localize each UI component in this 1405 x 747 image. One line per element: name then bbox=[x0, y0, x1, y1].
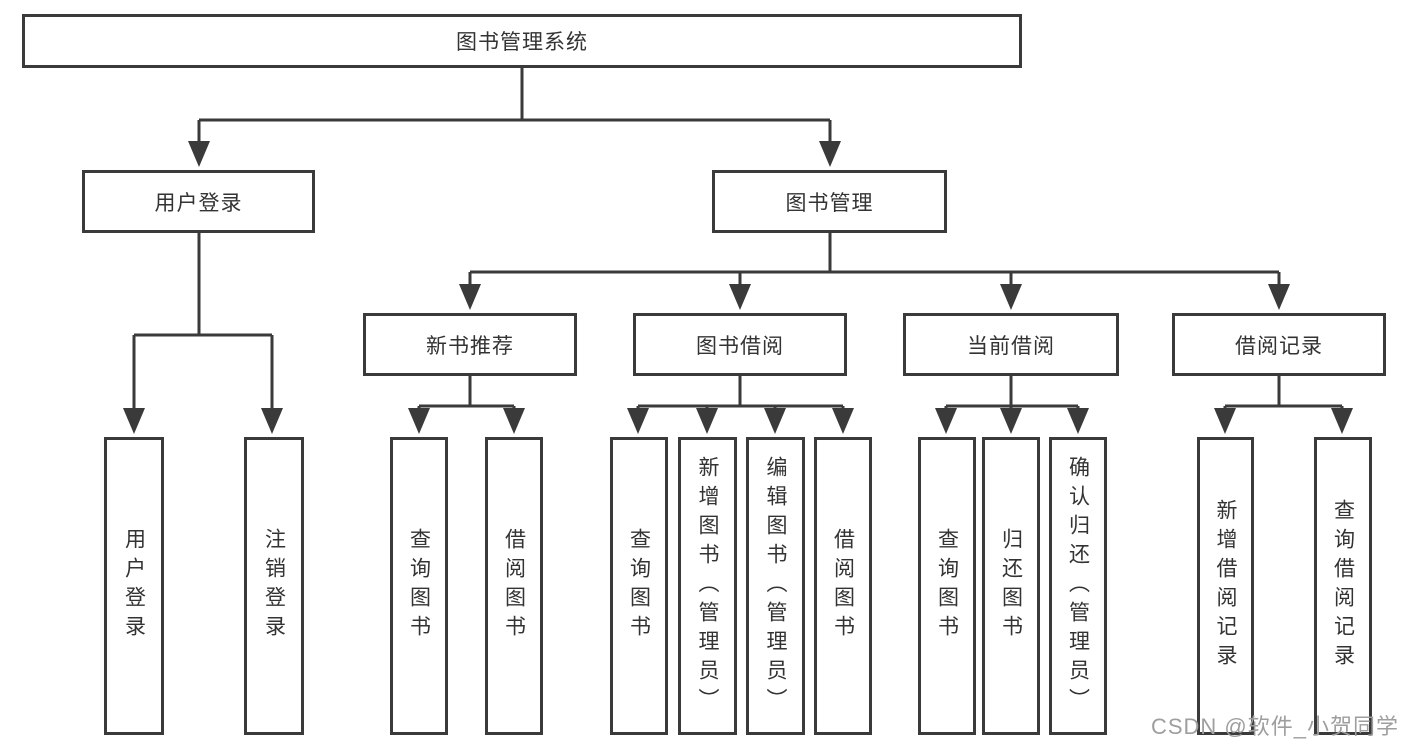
leaf-borrow-book: 借阅图书 bbox=[814, 437, 872, 735]
leaf-add-book-admin: 新增图书（管理员） bbox=[678, 437, 737, 735]
leaf-user-login: 用户登录 bbox=[104, 437, 164, 735]
leaf-add-borrow-record: 新增借阅记录 bbox=[1197, 437, 1254, 735]
leaf-logout: 注销登录 bbox=[244, 437, 304, 735]
leaf-return-book: 归还图书 bbox=[982, 437, 1040, 735]
connector-paths bbox=[132, 68, 1344, 412]
leaf-query-book-borrow: 查询图书 bbox=[610, 437, 668, 735]
leaf-query-book-current: 查询图书 bbox=[918, 437, 976, 735]
leaf-confirm-return-admin: 确认归还（管理员） bbox=[1049, 437, 1107, 735]
watermark: CSDN @软件_小贺同学 bbox=[1150, 714, 1399, 739]
leaf-borrow-book-recommend: 借阅图书 bbox=[485, 437, 543, 735]
node-book-management-branch: 图书管理 bbox=[712, 170, 947, 233]
node-current-borrow: 当前借阅 bbox=[903, 313, 1119, 376]
node-root: 图书管理系统 bbox=[22, 14, 1022, 68]
node-new-book-recommend: 新书推荐 bbox=[363, 313, 577, 376]
arrowheads bbox=[123, 141, 1353, 434]
node-borrow-record: 借阅记录 bbox=[1172, 313, 1386, 376]
node-book-borrow: 图书借阅 bbox=[633, 313, 847, 376]
leaf-query-book-recommend: 查询图书 bbox=[390, 437, 448, 735]
leaf-edit-book-admin: 编辑图书（管理员） bbox=[746, 437, 805, 735]
node-user-login-branch: 用户登录 bbox=[82, 170, 315, 233]
leaf-query-borrow-record: 查询借阅记录 bbox=[1314, 437, 1372, 735]
